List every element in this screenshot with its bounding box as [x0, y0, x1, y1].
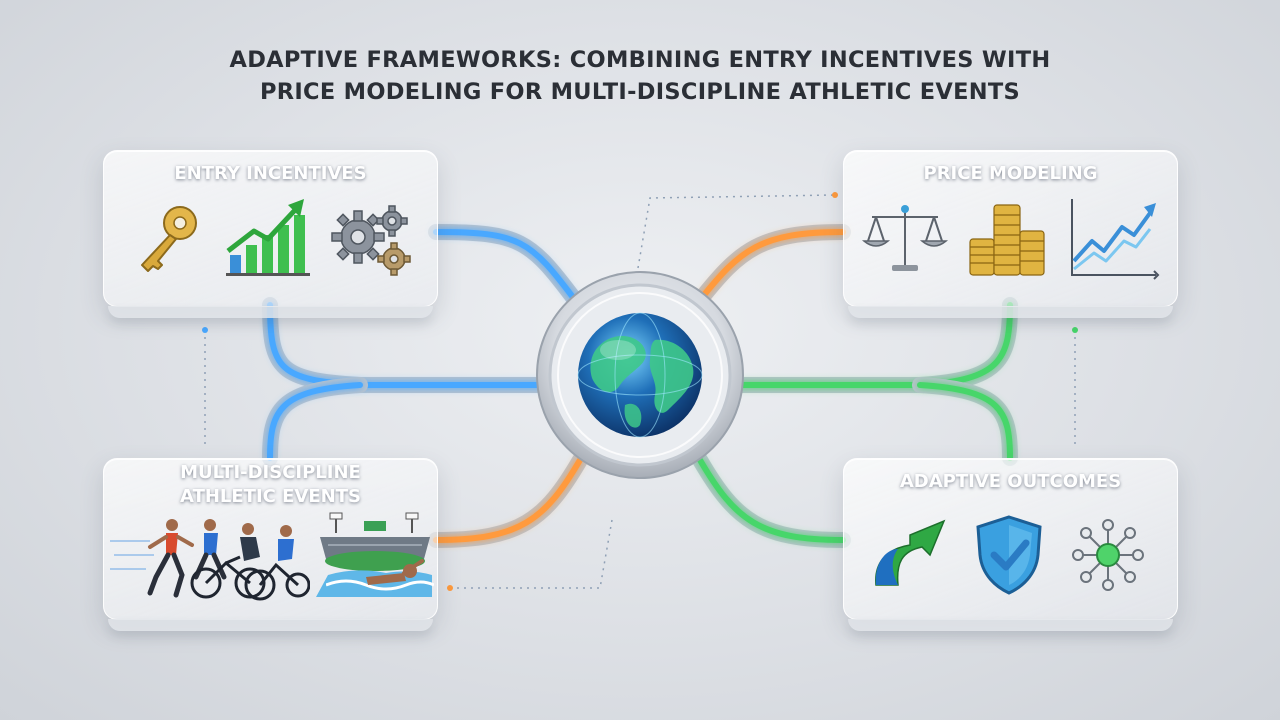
- connector-blue: [262, 224, 583, 466]
- card-entry-incentives: ENTRY INCENTIVES: [103, 150, 438, 318]
- swimmer-icon: [326, 559, 434, 591]
- card-outcomes-title: ADAPTIVE OUTCOMES: [899, 471, 1122, 492]
- card-entry-title: ENTRY INCENTIVES: [174, 163, 367, 184]
- connector-orange: [428, 224, 851, 548]
- card-adaptive-outcomes: ADAPTIVE OUTCOMES: [843, 458, 1178, 631]
- card-events-title-line-1: MULTI-DISCIPLINE: [180, 462, 361, 483]
- growth-chart-icon: [226, 199, 310, 276]
- card-price-title: PRICE MODELING: [923, 163, 1098, 184]
- page-title: ADAPTIVE FRAMEWORKS: COMBINING ENTRY INC…: [0, 44, 1280, 108]
- scale-icon: [862, 205, 948, 271]
- guide-dot: [447, 585, 453, 591]
- hub: [536, 271, 744, 479]
- guide-dot: [202, 327, 208, 333]
- card-athletic-events: MULTI-DISCIPLINE ATHLETIC EVENTS: [103, 458, 438, 631]
- athletes-icon: [110, 519, 310, 601]
- line-graph-icon: [1071, 199, 1160, 280]
- key-icon: [141, 206, 197, 272]
- title-line-2: PRICE MODELING FOR MULTI-DISCIPLINE ATHL…: [259, 79, 1021, 105]
- card-price-modeling: PRICE MODELING: [843, 150, 1178, 318]
- upward-arrow-icon: [875, 519, 946, 586]
- card-events-title-line-2: ATHLETIC EVENTS: [180, 486, 361, 507]
- connector-green: [692, 297, 1018, 548]
- card-events-title: MULTI-DISCIPLINE ATHLETIC EVENTS: [104, 461, 437, 509]
- coin-stacks-icon: [969, 204, 1045, 276]
- guide-dot: [832, 192, 838, 198]
- network-icon: [1072, 519, 1144, 591]
- gears-icon: [331, 205, 411, 276]
- title-line-1: ADAPTIVE FRAMEWORKS: COMBINING ENTRY INC…: [229, 47, 1051, 73]
- globe-icon: [577, 312, 703, 438]
- guide-dot: [1072, 327, 1078, 333]
- dotted-guides: [204, 194, 1076, 589]
- shield-check-icon: [976, 515, 1042, 595]
